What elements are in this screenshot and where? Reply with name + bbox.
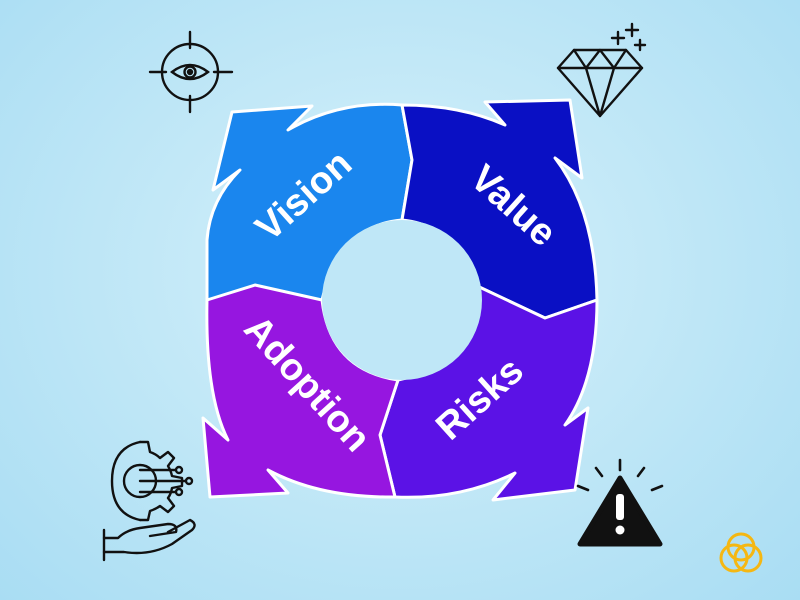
warning-triangle-icon	[576, 458, 664, 547]
logo-ring-right	[733, 543, 763, 573]
eye-target-icon	[148, 30, 234, 114]
logo-ring-left	[719, 543, 749, 573]
gear-hand-icon	[102, 440, 196, 562]
center-hole	[322, 220, 482, 380]
diamond-sparkle-icon	[556, 22, 647, 118]
interlocked-rings-logo	[719, 532, 763, 573]
